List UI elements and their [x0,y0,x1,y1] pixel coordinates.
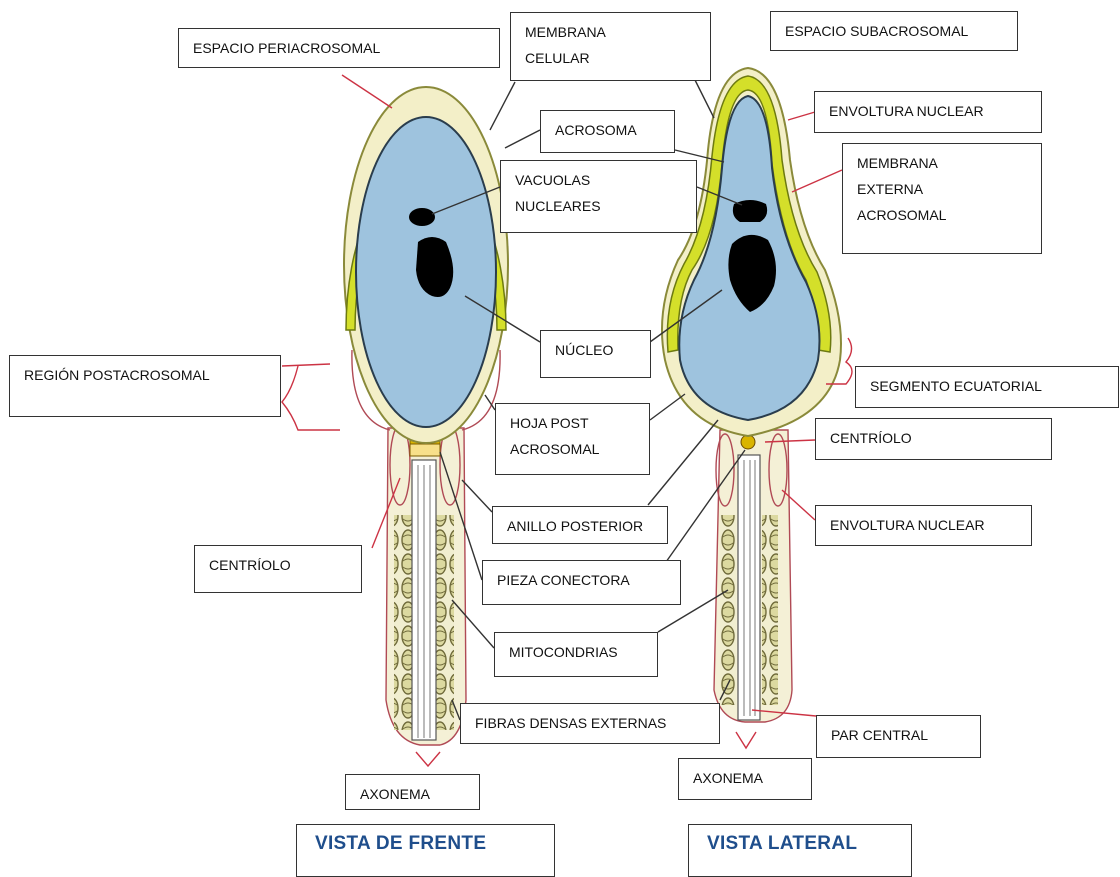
label-vacuolas-nucleares: VACUOLAS NUCLEARES [500,160,697,233]
lateral-axoneme [738,455,760,720]
label-envoltura-nuclear-top: ENVOLTURA NUCLEAR [814,91,1042,133]
label-acrosoma: ACROSOMA [540,110,675,153]
view-title-lateral: VISTA LATERAL [688,824,912,877]
lateral-centriole [741,435,755,449]
label-region-postacrosomal: REGIÓN POSTACROSOMAL [9,355,281,417]
label-segmento-ecuatorial: SEGMENTO ECUATORIAL [855,366,1119,408]
lateral-mitochondria-left [720,515,736,705]
front-mitochondria-right [436,515,454,730]
label-membrana-externa-acrosomal: MEMBRANA EXTERNA ACROSOMAL [842,143,1042,254]
lateral-mitochondria-right [762,515,778,705]
label-espacio-subacrosomal: ESPACIO SUBACROSOMAL [770,11,1018,51]
label-axonema-left: AXONEMA [345,774,480,810]
front-view-sperm [344,87,508,745]
front-vacuole-small [409,208,435,226]
label-envoltura-nuclear-bottom: ENVOLTURA NUCLEAR [815,505,1032,546]
view-title-front: VISTA DE FRENTE [296,824,555,877]
label-nucleo: NÚCLEO [540,330,651,378]
label-axonema-right: AXONEMA [678,758,812,800]
label-hoja-post-acrosomal: HOJA POST ACROSOMAL [495,403,650,475]
label-membrana-celular: MEMBRANA CELULAR [510,12,711,81]
label-mitocondrias: MITOCONDRIAS [494,632,658,677]
label-fibras-densas-externas: FIBRAS DENSAS EXTERNAS [460,703,720,744]
label-anillo-posterior: ANILLO POSTERIOR [492,506,668,544]
label-centriolo-right: CENTRÍOLO [815,418,1052,460]
label-par-central: PAR CENTRAL [816,715,981,758]
label-espacio-periacrosomal: ESPACIO PERIACROSOMAL [178,28,500,68]
label-pieza-conectora: PIEZA CONECTORA [482,560,681,605]
label-centriolo-left: CENTRÍOLO [194,545,362,593]
front-mitochondria-left [394,515,412,730]
